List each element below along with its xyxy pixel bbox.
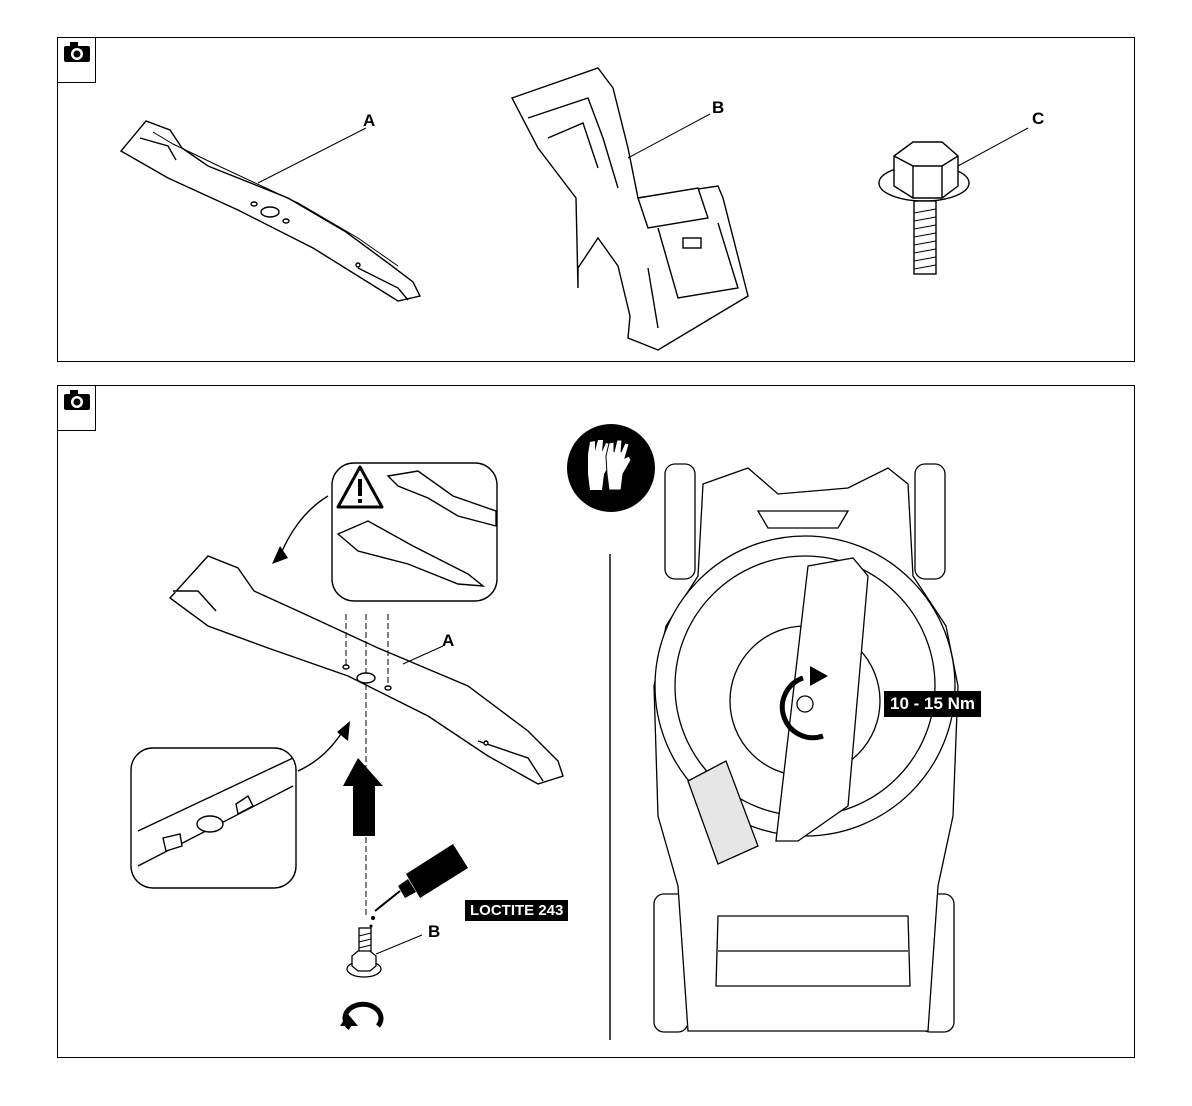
bolt-drawing — [347, 928, 381, 977]
label-b: B — [428, 922, 440, 942]
bolt-drawing — [879, 142, 969, 274]
parts-panel: A B C — [57, 37, 1135, 362]
blade-drawing — [121, 121, 420, 301]
gloves-icon — [567, 424, 655, 512]
leader-line-c — [958, 128, 1028, 166]
inset-arrow-2 — [298, 731, 343, 771]
leader-line-a — [258, 128, 366, 183]
loctite-tag: LOCTITE 243 — [465, 900, 568, 921]
parts-illustration — [58, 38, 1136, 363]
installation-panel: A B LOCTITE 243 10 - 15 Nm — [57, 385, 1135, 1058]
loctite-bottle-icon — [370, 844, 469, 928]
mower-underside-drawing — [654, 464, 958, 1032]
label-b: B — [712, 98, 724, 118]
leader-line-a2 — [403, 646, 443, 664]
torque-tag: 10 - 15 Nm — [884, 691, 981, 717]
blade-hole-inset — [131, 748, 296, 888]
up-arrow-icon — [343, 758, 383, 836]
leader-line-b — [628, 114, 710, 158]
label-a: A — [363, 111, 375, 131]
label-a: A — [442, 631, 454, 651]
label-c: C — [1032, 109, 1044, 129]
inset-arrow-1 — [280, 496, 328, 556]
installation-illustration — [58, 386, 1136, 1059]
leader-line-b2 — [376, 935, 422, 954]
